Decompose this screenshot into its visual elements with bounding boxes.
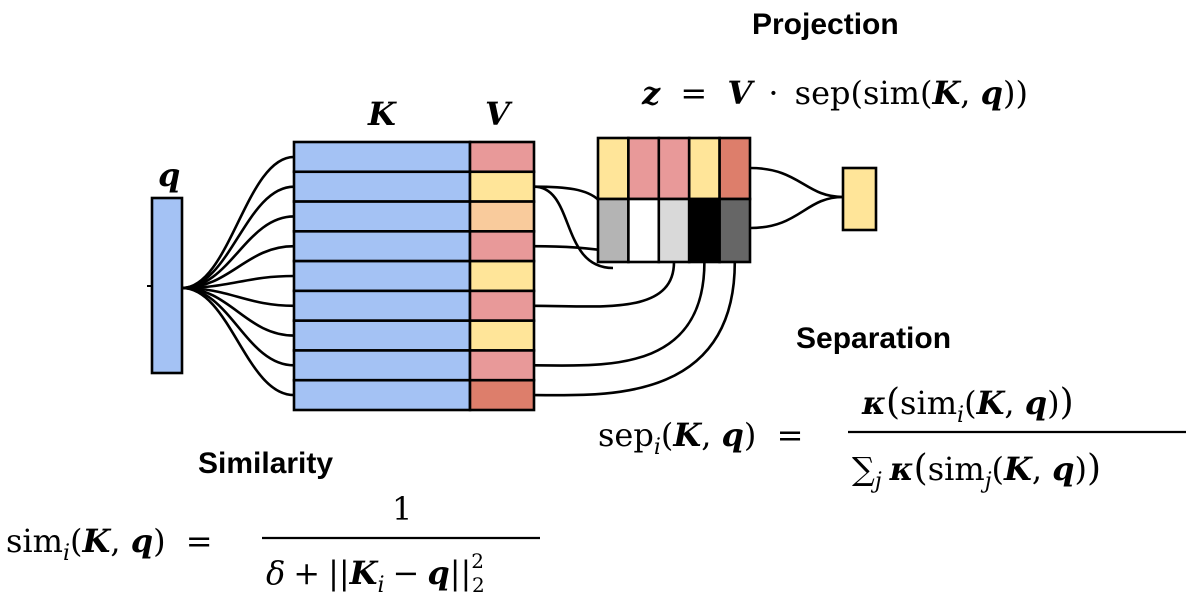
query-wire: [181, 215, 295, 290]
key-row: [292, 200, 472, 233]
label-K: K: [367, 95, 397, 133]
label-separation: Separation: [796, 322, 951, 355]
query-to-key-wires: [181, 155, 295, 397]
key-row: [292, 378, 472, 412]
value-weight-wire: [533, 261, 706, 367]
projected-value-cell: [596, 136, 630, 201]
projection-to-output-wires: [749, 166, 844, 230]
separation-weight-cell: [657, 197, 691, 264]
output-vector: [841, 166, 878, 232]
query-wire: [181, 286, 295, 397]
projection-formula: z = V · sep(sim(K, q)): [641, 74, 1028, 112]
value-cell: [468, 349, 536, 382]
value-cell: [468, 378, 536, 412]
projected-value-cell: [718, 136, 752, 201]
key-row: [292, 289, 472, 322]
value-cell: [468, 289, 536, 322]
projected-value-cell: [657, 136, 691, 201]
label-q: q: [158, 156, 180, 194]
value-column: [468, 140, 536, 412]
key-row: [292, 140, 472, 174]
value-weight-wire: [533, 261, 737, 397]
query-wire: [181, 286, 295, 367]
value-cell: [468, 259, 536, 293]
separation-weight-cell: [687, 197, 721, 264]
projected-value-cell: [627, 136, 661, 201]
query-wire: [181, 185, 295, 290]
key-row: [292, 230, 472, 263]
projection-block: [596, 136, 752, 264]
label-projection: Projection: [752, 8, 899, 41]
key-row: [292, 349, 472, 382]
key-row: [292, 170, 472, 203]
svg-text:sepi(K, q) =: sepi(K, q) =: [598, 416, 803, 460]
separation-weight-cell: [718, 197, 752, 264]
svg-text:simi(K, q) =: simi(K, q) =: [6, 522, 213, 566]
value-cell: [468, 319, 536, 352]
similarity-numerator: 1: [392, 490, 412, 528]
value-cell: [468, 200, 536, 233]
value-weight-wire: [533, 185, 614, 270]
value-cell: [468, 140, 536, 174]
value-cell: [468, 230, 536, 263]
separation-weight-cell: [596, 197, 630, 264]
key-matrix: [292, 140, 472, 412]
key-row: [292, 319, 472, 352]
separation-numerator: κ(simi(K, q)): [861, 382, 1074, 428]
query-vector: [150, 196, 184, 375]
value-cell: [468, 170, 536, 203]
label-similarity: Similarity: [198, 447, 333, 480]
separation-weight-cell: [627, 197, 661, 264]
projected-value-cell: [687, 136, 721, 201]
value-weight-wire: [533, 261, 676, 308]
key-row: [292, 259, 472, 293]
label-V: V: [485, 95, 513, 133]
